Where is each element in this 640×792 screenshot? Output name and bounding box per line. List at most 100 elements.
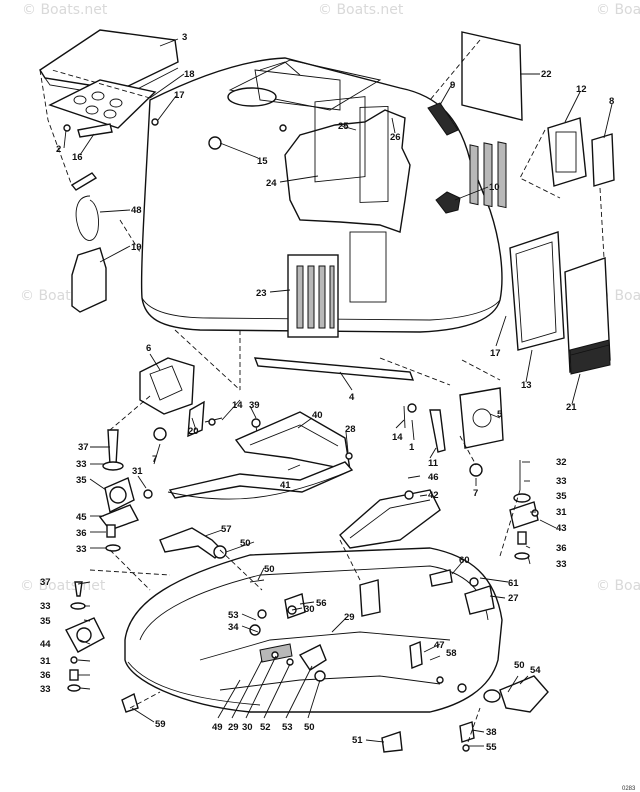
callout-46: 46 [428, 472, 439, 483]
callout-30: 30 [242, 722, 253, 733]
mid-hardware [98, 357, 539, 560]
callout-29: 29 [344, 612, 355, 623]
callout-21: 21 [566, 402, 577, 413]
callout-19: 19 [131, 242, 142, 253]
callout-40: 40 [312, 410, 323, 421]
callout-31: 31 [132, 466, 143, 477]
callout-35: 35 [76, 475, 87, 486]
callout-26: 26 [390, 132, 401, 143]
callout-8: 8 [609, 96, 614, 107]
callout-1: 1 [409, 442, 415, 453]
callout-14: 14 [232, 400, 243, 411]
callout-50: 50 [304, 722, 315, 733]
callout-3: 3 [182, 32, 187, 43]
callout-45: 45 [76, 512, 87, 523]
callout-30: 30 [304, 604, 315, 615]
callout-39: 39 [249, 400, 260, 411]
watermark-text: © Boats.net [22, 2, 108, 18]
leader-lines [63, 38, 613, 747]
callout-33: 33 [556, 476, 567, 487]
callout-36: 36 [76, 528, 87, 539]
callout-33: 33 [556, 559, 567, 570]
callout-35: 35 [556, 491, 567, 502]
watermark-text: © Boats.net [596, 2, 640, 18]
callout-18: 18 [184, 69, 195, 80]
callout-52: 52 [260, 722, 271, 733]
lower-right-parts [381, 675, 549, 753]
callout-14: 14 [392, 432, 403, 443]
callout-36: 36 [556, 543, 567, 554]
callout-61: 61 [508, 578, 519, 589]
top-left-parts [39, 29, 179, 313]
callout-41: 41 [280, 480, 291, 491]
callout-56: 56 [316, 598, 327, 609]
callout-28: 28 [345, 424, 356, 435]
callout-7: 7 [152, 454, 157, 465]
callout-33: 33 [40, 601, 51, 612]
callout-37: 37 [78, 442, 89, 453]
callout-15: 15 [257, 156, 268, 167]
callout-20: 20 [188, 426, 199, 437]
callout-44: 44 [40, 639, 51, 650]
callout-53: 53 [282, 722, 293, 733]
callout-32: 32 [556, 457, 567, 468]
right-side-panels [461, 31, 615, 375]
callout-7: 7 [473, 488, 478, 499]
callout-38: 38 [486, 727, 497, 738]
callout-31: 31 [556, 507, 567, 518]
upper-motor-cover [140, 57, 503, 338]
callout-43: 43 [556, 523, 567, 534]
diagram-code: 0283 [622, 786, 636, 792]
callout-5: 5 [497, 409, 503, 420]
callout-57: 57 [221, 524, 232, 535]
callout-9: 9 [450, 80, 455, 91]
callout-54: 54 [530, 665, 541, 676]
callout-12: 12 [576, 84, 587, 95]
callout-31: 31 [40, 656, 51, 667]
watermark-text: © Boats.net [596, 578, 640, 594]
callout-50: 50 [240, 538, 251, 549]
callout-labels: 3 18 17 2 16 15 48 19 9 22 12 8 25 26 10… [40, 32, 614, 753]
callout-49: 49 [212, 722, 223, 733]
callout-53: 53 [228, 610, 239, 621]
callout-50: 50 [264, 564, 275, 575]
callout-11: 11 [428, 458, 439, 469]
callout-16: 16 [72, 152, 83, 163]
callout-23: 23 [256, 288, 267, 299]
callout-55: 55 [486, 742, 497, 753]
callout-17: 17 [174, 90, 185, 101]
callout-50: 50 [514, 660, 525, 671]
callout-22: 22 [541, 69, 552, 80]
watermark-text: © Boats.net [20, 578, 106, 594]
callout-37: 37 [40, 577, 51, 588]
callout-2: 2 [56, 144, 61, 155]
lower-motor-cover [124, 547, 503, 713]
callout-13: 13 [521, 380, 532, 391]
callout-33: 33 [40, 684, 51, 695]
callout-60: 60 [459, 555, 470, 566]
callout-59: 59 [155, 719, 166, 730]
callout-36: 36 [40, 670, 51, 681]
watermark-text: © Boats.net [318, 2, 404, 18]
callout-25: 25 [338, 121, 349, 132]
dashed-leader-lines [39, 39, 605, 743]
callout-17: 17 [490, 348, 501, 359]
callout-33: 33 [76, 544, 87, 555]
callout-10: 10 [489, 182, 500, 193]
callout-42: 42 [428, 490, 439, 501]
callout-27: 27 [508, 593, 519, 604]
callout-34: 34 [228, 622, 239, 633]
callout-58: 58 [446, 648, 457, 659]
callout-33: 33 [76, 459, 87, 470]
callout-24: 24 [266, 178, 277, 189]
callout-48: 48 [131, 205, 142, 216]
callout-29: 29 [228, 722, 239, 733]
callout-51: 51 [352, 735, 363, 746]
lower-left-parts [65, 581, 139, 713]
callout-6: 6 [146, 343, 151, 354]
seal-strip [253, 357, 415, 381]
callout-47: 47 [434, 640, 445, 651]
callout-4: 4 [349, 392, 355, 403]
callout-35: 35 [40, 616, 51, 627]
